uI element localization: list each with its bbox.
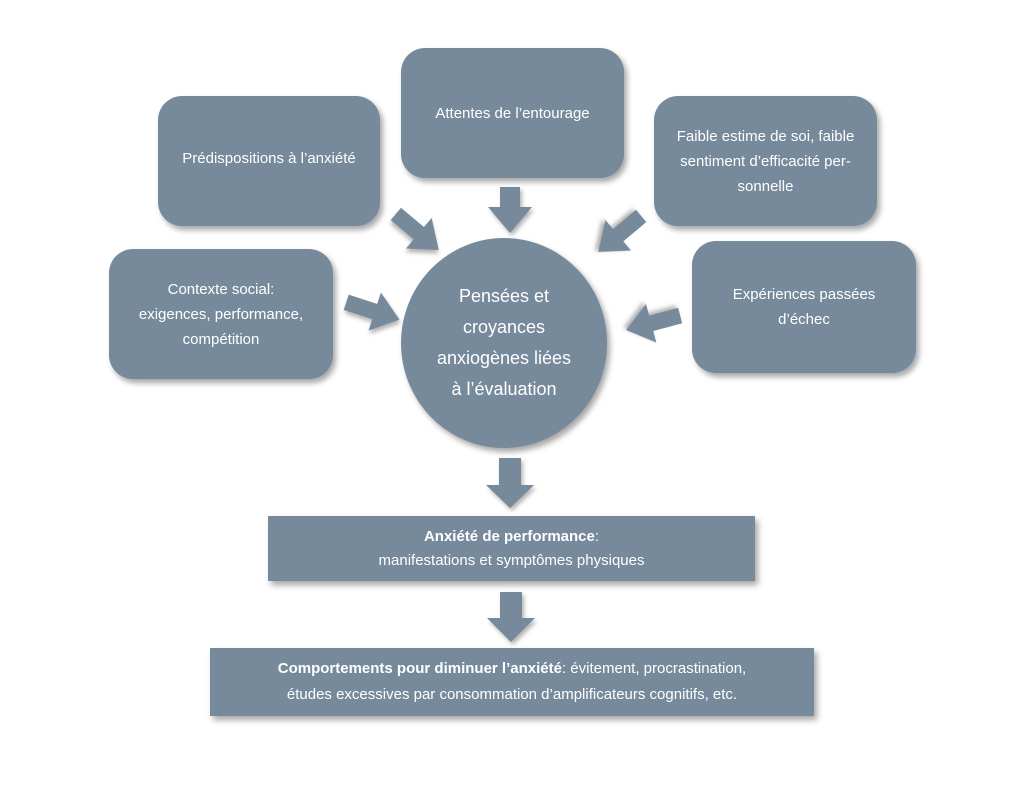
arrow-performance-to-comportements xyxy=(487,592,535,642)
node-estime: Faible estime de soi, faible sentiment d… xyxy=(654,96,877,226)
arrow-experiences-to-center xyxy=(626,303,683,343)
node-comportements-title: Comportements pour diminuer l’anxiété xyxy=(277,660,562,677)
node-comportements-rest: : évitement, procrastination, xyxy=(561,660,747,677)
node-performance-title: Anxiété de performance xyxy=(423,527,595,545)
node-attentes: Attentes de l’entourage xyxy=(401,48,624,178)
node-comportements-line-1: Comportements pour diminuer l’anxiété: é… xyxy=(278,656,746,682)
node-experiences: Expériences passées d’échec xyxy=(692,241,916,373)
arrow-predispositions-to-center xyxy=(390,207,439,250)
node-center: Pensées et croyances anxiogènes liées à … xyxy=(401,238,607,448)
node-performance-line-2: manifestations et symptômes physiques xyxy=(378,551,645,569)
node-predispositions: Prédispositions à l’anxiété xyxy=(158,96,380,226)
node-contexte-line-2: exigences, performance, xyxy=(138,305,304,323)
arrow-center-to-performance xyxy=(486,458,534,508)
node-estime-line-1: Faible estime de soi, faible xyxy=(676,127,855,145)
node-center-line-1: Pensées et xyxy=(458,286,550,306)
node-contexte-line-1: Contexte social: xyxy=(167,280,275,298)
node-center-line-2: croyances xyxy=(462,317,546,337)
node-performance-colon: : xyxy=(594,527,600,545)
node-performance-line-1: Anxiété de performance: xyxy=(424,525,599,549)
node-center-line-4: à l’évaluation xyxy=(451,379,557,399)
node-performance: Anxiété de performance: manifestations e… xyxy=(268,516,755,581)
node-experiences-line-1: Expériences passées xyxy=(732,286,876,303)
node-predispositions-line-1: Prédispositions à l’anxiété xyxy=(182,149,356,167)
arrow-contexte-to-center xyxy=(343,292,400,331)
node-center-line-3: anxiogènes liées xyxy=(436,348,572,368)
node-comportements: Comportements pour diminuer l’anxiété: é… xyxy=(210,648,814,716)
node-contexte-line-3: compétition xyxy=(182,330,260,348)
node-experiences-line-2: d’échec xyxy=(778,311,830,328)
arrow-estime-to-center xyxy=(598,209,647,252)
node-attentes-line-1: Attentes de l’entourage xyxy=(435,105,590,122)
node-contexte: Contexte social: exigences, performance,… xyxy=(109,249,333,379)
arrow-attentes-to-center xyxy=(488,187,532,233)
node-estime-line-2: sentiment d’efficacité per- xyxy=(680,152,851,170)
node-comportements-line-2: études excessives par consommation d’amp… xyxy=(286,686,738,703)
node-estime-line-3: sonnelle xyxy=(737,177,794,195)
